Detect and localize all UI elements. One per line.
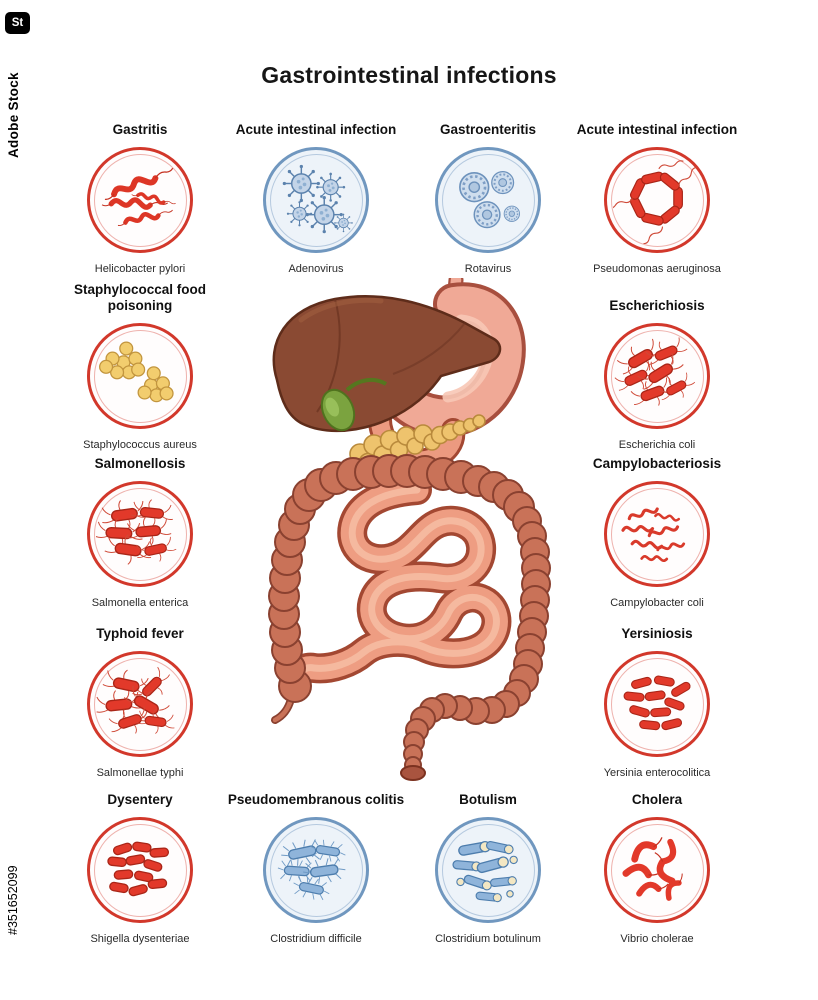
pathogen-circle	[263, 147, 369, 253]
watermark-brand: Adobe Stock	[6, 72, 21, 158]
pathogen-label: Clostridium difficile	[270, 933, 362, 945]
disease-label: Gastroenteritis	[439, 122, 537, 138]
pathogen-label: Helicobacter pylori	[94, 263, 186, 275]
disease-label: Pseudomembranous colitis	[227, 792, 405, 808]
card-gastroenteritis: Gastroenteritis Rotavirus	[400, 104, 576, 275]
pathogen-circle	[87, 147, 193, 253]
pathogen-label: Staphylococcus aureus	[83, 439, 197, 451]
disease-label: Typhoid fever	[96, 626, 184, 642]
disease-label: Dysentery	[107, 792, 173, 808]
large-intestine	[268, 454, 551, 774]
vibrio-cholerae-icon	[613, 826, 701, 914]
adenovirus-icon	[281, 164, 354, 235]
disease-label: Staphylococcal food poisoning	[73, 282, 207, 314]
pathogen-label: Campylobacter coli	[610, 597, 704, 609]
pathogen-circle	[604, 323, 710, 429]
pathogen-label: Pseudomonas aeruginosa	[593, 263, 721, 275]
card-pseudomembranous-colitis: Pseudomembranous colitis Clostridium dif…	[228, 774, 404, 945]
pathogen-label: Clostridium botulinum	[435, 933, 541, 945]
yersinia-enterocolitica-icon	[623, 674, 693, 731]
disease-label: Salmonellosis	[94, 456, 186, 472]
clostridium-botulinum-icon	[452, 839, 518, 903]
shigella-dysenteriae-icon	[106, 841, 170, 898]
disease-label: Campylobacteriosis	[592, 456, 722, 472]
small-intestine	[281, 475, 512, 696]
disease-label: Acute intestinal infection	[235, 122, 397, 138]
pathogen-label: Salmonellae typhi	[96, 767, 184, 779]
card-acute-intestinal-infection-adenovirus: Acute intestinal infection Adenovirus	[228, 104, 404, 275]
campylobacter-coli-icon	[621, 506, 686, 564]
pathogen-label: Escherichia coli	[618, 439, 696, 451]
adobe-stock-logo-icon: St	[5, 12, 30, 34]
disease-label: Acute intestinal infection	[576, 122, 738, 138]
disease-label: Gastritis	[112, 122, 168, 138]
salmonella-typhi-icon	[96, 662, 178, 741]
disease-label: Botulism	[459, 792, 517, 808]
card-escherichiosis: Escherichiosis Escherichia coli	[572, 280, 742, 451]
card-salmonellosis: Salmonellosis Salmonella enterica	[55, 438, 225, 609]
pathogen-circle	[87, 481, 193, 587]
card-dysentery: Dysentery Shigella dysenteriae	[55, 774, 225, 945]
disease-label: Yersiniosis	[621, 626, 693, 642]
watermark-id: #351652099	[6, 865, 20, 935]
gallbladder	[320, 377, 388, 432]
digestive-system-illustration	[268, 278, 551, 781]
pseudomonas-aeruginosa-icon	[613, 159, 699, 244]
pathogen-label: Yersinia enterocolitica	[603, 767, 711, 779]
helicobacter-pylori-icon	[96, 156, 184, 244]
salmonella-enterica-icon	[96, 496, 179, 569]
pathogen-circle	[604, 651, 710, 757]
pathogen-circle	[435, 147, 541, 253]
staphylococcus-aureus-icon	[99, 341, 174, 403]
card-cholera: Cholera Vibrio cholerae	[572, 774, 742, 945]
card-campylobacteriosis: Campylobacteriosis Campylobacter coli	[572, 438, 742, 609]
pancreas	[349, 414, 486, 472]
card-botulism: Botulism Clostridium botulinum	[400, 774, 576, 945]
disease-label: Cholera	[631, 792, 683, 808]
pathogen-circle	[604, 481, 710, 587]
pathogen-label: Rotavirus	[464, 263, 512, 275]
pathogen-circle	[87, 651, 193, 757]
card-gastritis: Gastritis Helicobacter pylori	[55, 104, 225, 275]
escherichia-coli-icon	[613, 332, 700, 414]
disease-label: Escherichiosis	[609, 298, 705, 314]
card-staphylococcal-food-poisoning: Staphylococcal food poisoning Staphyloco…	[55, 280, 225, 451]
card-typhoid-fever: Typhoid fever Salmonellae typhi	[55, 608, 225, 779]
pathogen-label: Shigella dysenteriae	[90, 933, 190, 945]
pathogen-circle	[604, 817, 710, 923]
page-title: Gastrointestinal infections	[261, 62, 557, 88]
pathogen-circle	[435, 817, 541, 923]
card-yersiniosis: Yersiniosis Yersinia enterocolitica	[572, 608, 742, 779]
pathogen-label: Vibrio cholerae	[620, 933, 694, 945]
pathogen-circle	[263, 817, 369, 923]
pathogen-circle	[604, 147, 710, 253]
appendix	[271, 695, 295, 724]
pathogen-circle	[87, 817, 193, 923]
pathogen-label: Salmonella enterica	[91, 597, 189, 609]
rectum	[400, 765, 426, 781]
clostridium-difficile-icon	[276, 835, 348, 904]
pathogen-label: Adenovirus	[288, 263, 344, 275]
pathogen-circle	[87, 323, 193, 429]
rotavirus-icon	[458, 170, 521, 229]
card-acute-intestinal-infection-pseudomonas: Acute intestinal infection Pseudomonas a…	[572, 104, 742, 275]
